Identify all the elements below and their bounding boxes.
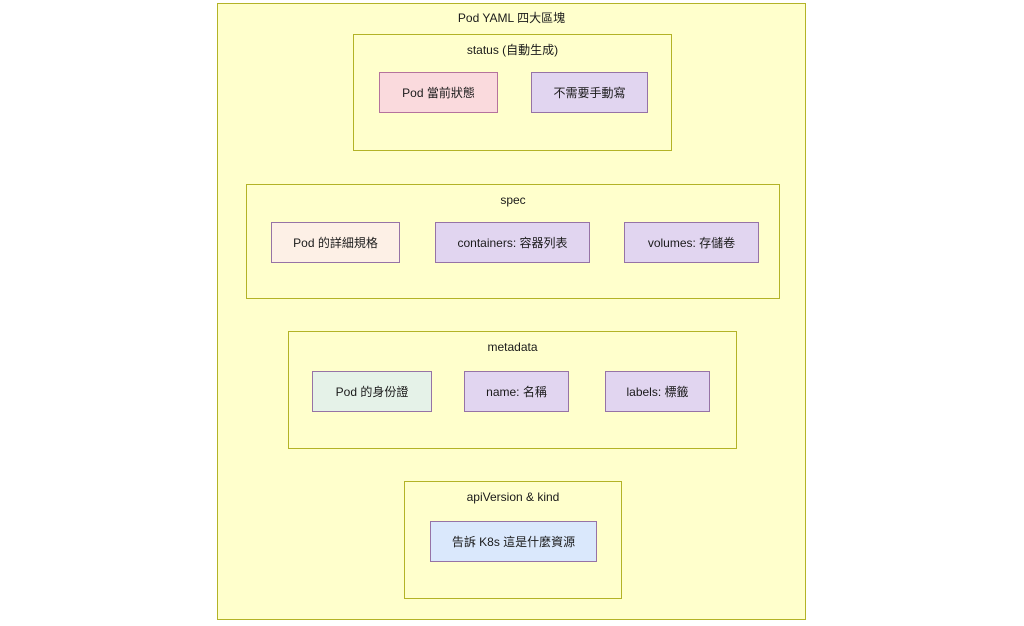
outer-group-pod-yaml[interactable]: Pod YAML 四大區塊 status (自動生成) Pod 當前狀態 不需要… bbox=[217, 3, 806, 620]
diagram-title: Pod YAML 四大區塊 bbox=[457, 11, 566, 25]
node-name[interactable]: name: 名稱 bbox=[464, 371, 569, 412]
node-volumes[interactable]: volumes: 存儲卷 bbox=[624, 222, 759, 263]
section-metadata[interactable]: metadata Pod 的身份證 name: 名稱 labels: 標籤 bbox=[288, 331, 737, 449]
section-status-title: status (自動生成) bbox=[466, 43, 559, 57]
section-metadata-title: metadata bbox=[487, 340, 538, 354]
section-apiversion-kind[interactable]: apiVersion & kind 告訴 K8s 這是什麼資源 bbox=[404, 481, 622, 599]
node-labels[interactable]: labels: 標籤 bbox=[605, 371, 710, 412]
node-pod-identity[interactable]: Pod 的身份證 bbox=[312, 371, 432, 412]
node-no-manual-write[interactable]: 不需要手動寫 bbox=[531, 72, 648, 113]
section-spec-title: spec bbox=[500, 193, 526, 207]
node-tell-k8s[interactable]: 告訴 K8s 這是什麼資源 bbox=[430, 521, 597, 562]
section-spec[interactable]: spec Pod 的詳細規格 containers: 容器列表 volumes:… bbox=[246, 184, 780, 299]
node-pod-spec-detail[interactable]: Pod 的詳細規格 bbox=[271, 222, 400, 263]
section-apiversion-kind-title: apiVersion & kind bbox=[466, 490, 560, 504]
node-pod-current-state[interactable]: Pod 當前狀態 bbox=[379, 72, 498, 113]
section-status[interactable]: status (自動生成) Pod 當前狀態 不需要手動寫 bbox=[353, 34, 672, 151]
node-containers[interactable]: containers: 容器列表 bbox=[435, 222, 590, 263]
